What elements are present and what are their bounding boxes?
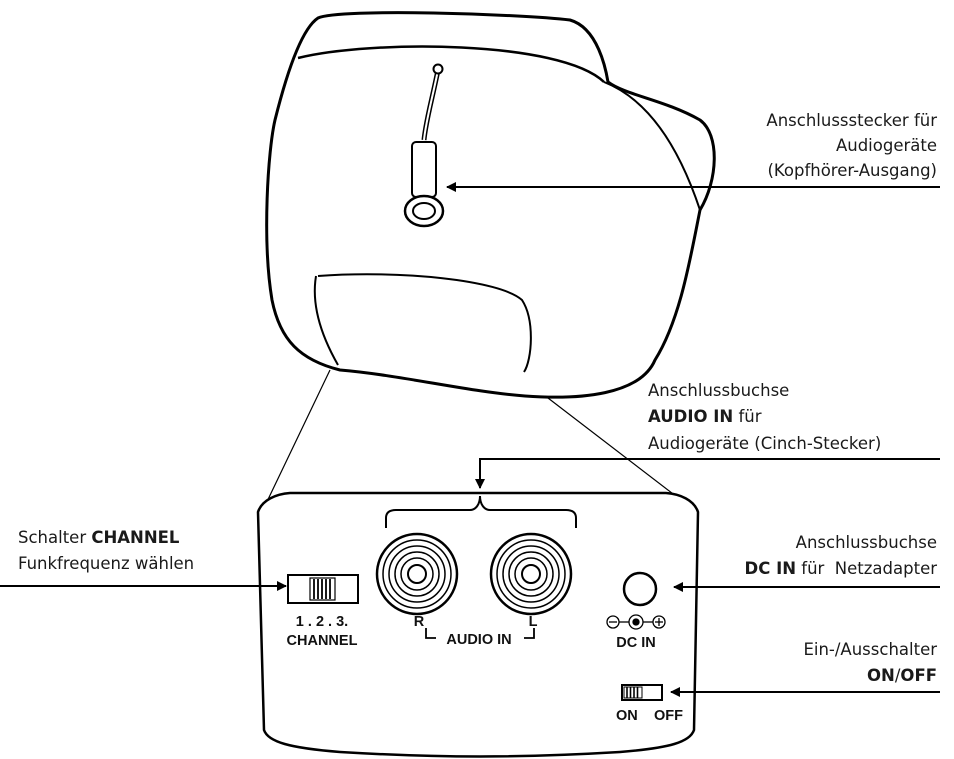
callout-channel-line1: Schalter CHANNEL	[18, 528, 180, 547]
callout-headphone-line1: Anschlussstecker für	[766, 111, 937, 130]
cinch-jack-l	[489, 532, 573, 616]
callout-headphone-line2: Audiogeräte	[836, 136, 937, 155]
arrow-audio-in	[475, 458, 940, 489]
callout-on-off-line2: ON/OFF	[867, 666, 937, 685]
back-panel-outline	[256, 491, 700, 758]
headphone-plug	[403, 63, 445, 228]
callout-audio-in-line3: Audiogeräte (Cinch-Stecker)	[648, 434, 881, 453]
audio-l-label: L	[529, 614, 538, 630]
audio-r-label: R	[414, 614, 425, 630]
channel-panel-label: CHANNEL	[287, 633, 358, 649]
dc-in-panel-label: DC IN	[616, 635, 655, 651]
device-lower-recess-back	[313, 275, 339, 366]
headphone-plug-body	[411, 141, 437, 198]
zoom-line-right	[547, 397, 695, 511]
audio-in-bracket-right	[524, 628, 535, 639]
back-panel: 1 . 2 . 3. CHANNEL R L AUDIO IN	[256, 491, 700, 758]
device-lower-recess	[317, 273, 532, 373]
callout-audio-in: Anschlussbuchse AUDIO IN für Audiogeräte…	[648, 381, 881, 453]
on-panel-label: ON	[616, 708, 638, 724]
dc-in-socket	[622, 571, 658, 607]
callout-channel: Schalter CHANNEL Funkfrequenz wählen	[18, 528, 194, 573]
callout-dc-in-line2: DC IN für Netzadapter	[745, 559, 938, 578]
callout-dc-in: Anschlussbuchse DC IN für Netzadapter	[745, 533, 938, 578]
zoom-line-left	[261, 369, 331, 513]
callout-headphone-line3: (Kopfhörer-Ausgang)	[767, 161, 937, 180]
callout-channel-line2: Funkfrequenz wählen	[18, 554, 194, 573]
device-body	[265, 11, 716, 399]
audio-in-panel-label: AUDIO IN	[446, 632, 511, 648]
device-top-edge	[297, 45, 605, 83]
callout-headphone: Anschlussstecker für Audiogeräte (Kopfhö…	[766, 111, 937, 180]
channel-switch	[287, 574, 359, 604]
callout-audio-in-line2: AUDIO IN für	[648, 407, 762, 426]
power-switch-knob	[623, 686, 643, 699]
callout-on-off-line1: Ein-/Ausschalter	[803, 640, 937, 659]
dc-polarity-symbol	[606, 614, 666, 630]
audio-in-bracket-left	[425, 628, 436, 639]
device-outline	[265, 11, 716, 399]
callout-dc-in-line1: Anschlussbuchse	[796, 533, 937, 552]
callout-on-off: Ein-/Ausschalter ON/OFF	[803, 640, 937, 685]
off-panel-label: OFF	[654, 708, 683, 724]
power-switch	[621, 684, 663, 701]
device-side-edge	[603, 81, 701, 211]
cinch-jack-r	[375, 532, 459, 616]
audio-in-brace	[385, 495, 577, 528]
channel-numbers: 1 . 2 . 3.	[296, 614, 348, 630]
callout-audio-in-line1: Anschlussbuchse	[648, 381, 789, 400]
